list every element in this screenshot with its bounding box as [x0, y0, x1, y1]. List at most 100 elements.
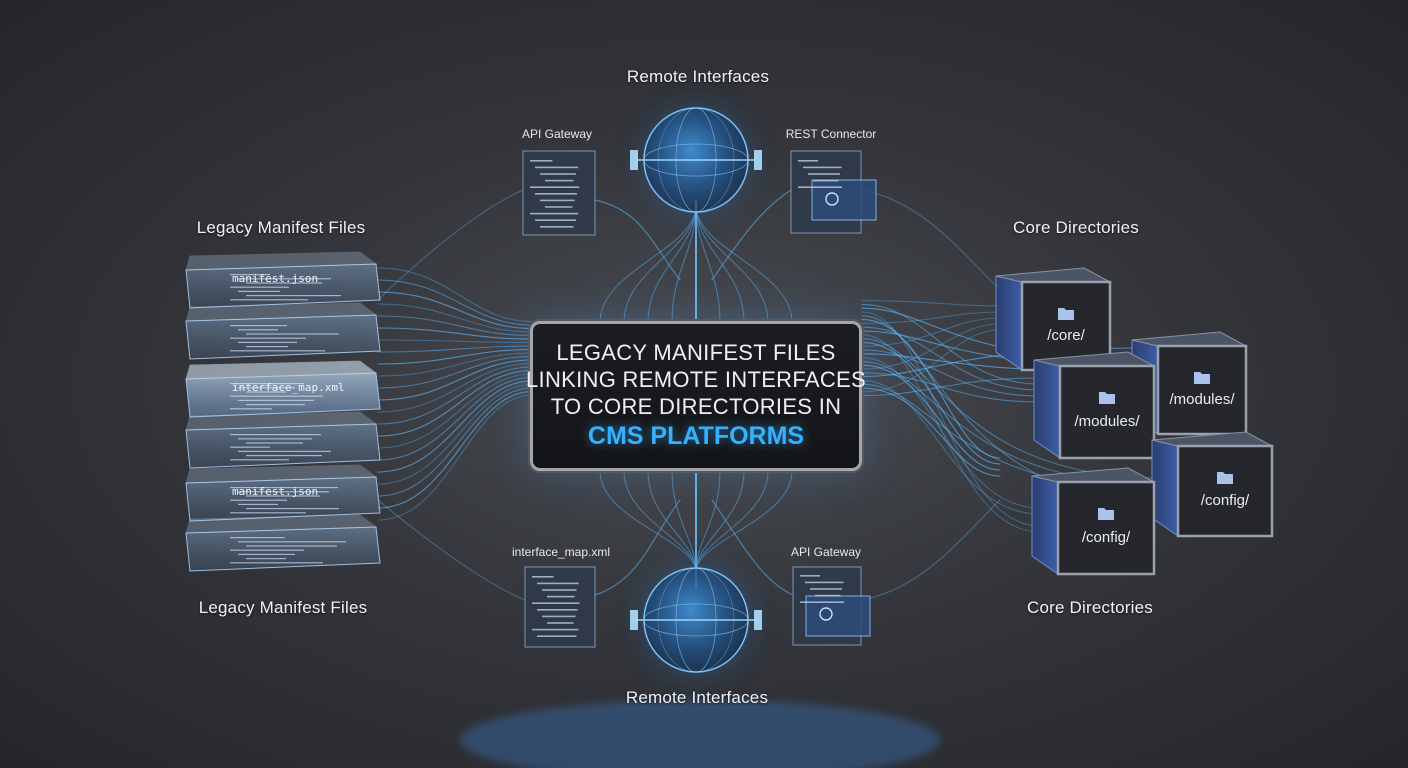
layer-code-line — [246, 455, 322, 457]
layer-code-line — [238, 553, 295, 555]
manifest-layer-face — [185, 423, 381, 469]
connector-line — [377, 327, 533, 340]
connector-line — [861, 349, 1041, 397]
label-core-directories-bottom: Core Directories — [1026, 598, 1154, 617]
floor-glow-bottom — [460, 700, 940, 768]
doc-panel-api-gateway-bottom — [792, 566, 871, 646]
manifest-layer-name: manifest.json — [232, 272, 318, 285]
doc-text-line — [530, 212, 579, 215]
folder-icon — [1098, 508, 1114, 520]
cube-side-face — [1033, 359, 1061, 459]
label-legacy-manifest-bottom: Legacy Manifest Files — [198, 598, 368, 617]
manifest-layer — [185, 411, 381, 469]
doc-panel-rest-connector — [790, 150, 877, 234]
doc-text-line — [545, 179, 574, 182]
doc-text-line — [542, 615, 576, 618]
cube-front-face — [1058, 364, 1156, 460]
label-core-directories-top: Core Directories — [1012, 218, 1140, 237]
layer-code-line — [238, 278, 331, 280]
doc-text-line — [798, 186, 842, 188]
cube-side-face — [995, 275, 1023, 371]
layer-code-line — [230, 286, 289, 288]
layer-code-line — [238, 491, 329, 493]
doc-text-line — [532, 576, 554, 578]
doc-text-line — [810, 588, 842, 590]
connector-line — [861, 311, 1041, 527]
doc-text-line — [532, 628, 579, 631]
doc-text-line — [532, 602, 580, 604]
connector-line — [377, 279, 533, 326]
doc-text-line — [815, 594, 841, 597]
connector-line — [377, 189, 524, 301]
manifest-layer: interface_map.xml — [185, 360, 381, 418]
layer-code-line — [246, 282, 322, 284]
connector-line — [377, 394, 533, 521]
layer-code-line — [230, 337, 306, 339]
connector-lines — [377, 189, 1161, 601]
manifest-layer-name: manifest.json — [232, 485, 318, 498]
layer-code-line — [230, 537, 285, 539]
manifest-layer — [185, 514, 381, 572]
connector-line — [377, 383, 533, 485]
manifest-layer-top — [185, 360, 378, 380]
folder-icon — [1194, 372, 1210, 384]
center-title-line-3: TO CORE DIRECTORIES IN — [550, 394, 842, 419]
layer-code-line — [238, 399, 314, 401]
doc-text-line — [798, 160, 818, 162]
remote-interface-sphere-bottom — [616, 540, 776, 700]
cube-front-face — [1176, 444, 1274, 538]
connector-line — [861, 303, 1041, 385]
doc-text-line — [535, 166, 579, 169]
doc-text-line — [537, 609, 578, 611]
label-remote-interfaces-top: Remote Interfaces — [626, 67, 770, 86]
layer-code-line — [246, 495, 320, 497]
doc-text-line — [547, 622, 574, 624]
connector-line — [861, 326, 1041, 391]
connector-line — [861, 341, 1001, 465]
layer-code-line — [230, 549, 304, 551]
doc-text-line — [542, 589, 577, 591]
layer-code-line — [246, 391, 286, 393]
connector-line — [861, 377, 1041, 397]
connector-line — [377, 380, 533, 473]
connector-line — [861, 334, 1041, 533]
layer-code-line — [246, 333, 339, 335]
connector-line — [377, 362, 533, 413]
layer-code-line — [246, 545, 337, 547]
cube-label: /config/ — [1082, 529, 1131, 546]
connector-line — [861, 338, 1161, 479]
manifest-layer-top — [185, 302, 378, 322]
doc-text-line — [537, 582, 579, 585]
cube-label: /modules/ — [1074, 413, 1140, 430]
layer-code-line — [230, 325, 287, 327]
doc-text-line — [805, 581, 844, 584]
connector-line — [377, 303, 533, 333]
doc-text-line — [537, 635, 577, 637]
directory-cube: /config/ — [1031, 467, 1156, 576]
connector-line — [377, 359, 533, 401]
layer-code-line — [238, 438, 312, 440]
label-api-gateway-bottom: API Gateway — [790, 545, 862, 559]
layer-code-line — [246, 558, 286, 560]
connector-line — [861, 379, 1041, 515]
manifest-layer-face — [185, 372, 381, 418]
manifest-layer-name: interface_map.xml — [232, 381, 345, 394]
cube-front-face — [1056, 480, 1156, 576]
manifest-layer-stack: manifest.json interface_map.xml manifest.j… — [185, 251, 381, 572]
doc-text-line — [535, 193, 577, 195]
core-directory-cubes: /core//modules//modules//config//config/ — [995, 267, 1274, 576]
connector-line — [377, 376, 533, 461]
center-title-line-1: LEGACY MANIFEST FILES — [556, 340, 836, 365]
cube-top-face — [1131, 331, 1247, 347]
layer-code-line — [230, 299, 308, 301]
connector-line — [594, 199, 681, 281]
manifest-layer: manifest.json — [185, 251, 381, 309]
manifest-layer-top — [185, 411, 378, 431]
connector-line — [861, 323, 1001, 370]
connector-line — [861, 311, 1001, 324]
directory-cube: /modules/ — [1033, 351, 1156, 460]
folder-icon — [1217, 472, 1233, 484]
doc-text-line — [540, 173, 576, 175]
layer-code-line — [246, 346, 288, 348]
doc-text-line — [800, 601, 844, 603]
